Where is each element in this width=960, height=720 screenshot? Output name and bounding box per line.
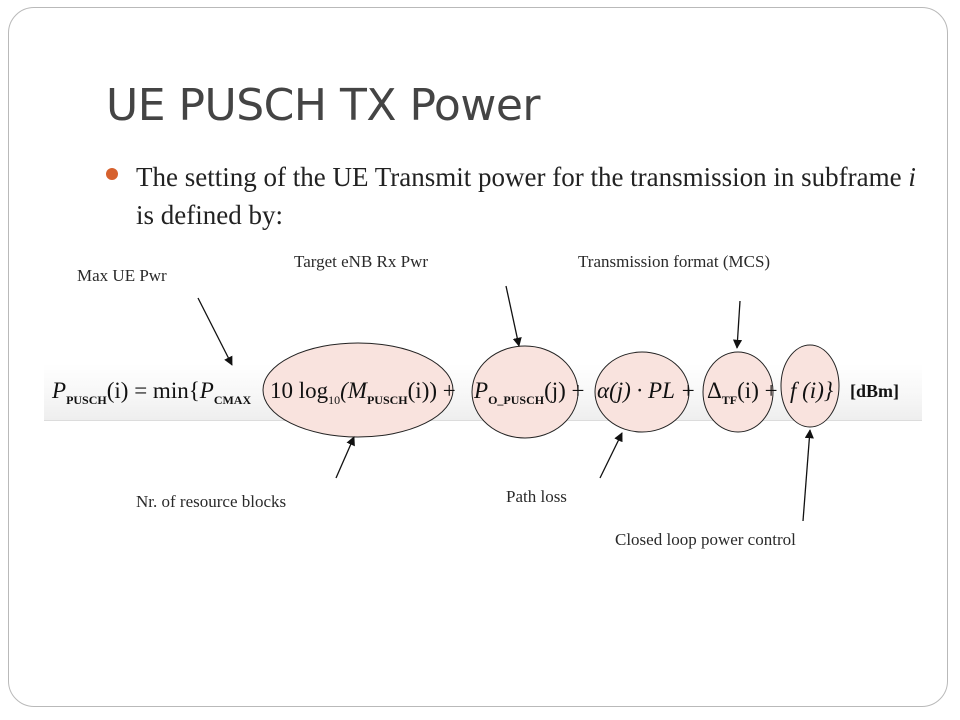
formula-alpha-term: α(j) · PL + (597, 378, 696, 403)
formula-po-arg: (j) + (544, 378, 584, 403)
formula-lhs-subscript: PUSCH (66, 393, 107, 407)
ellipse-target-rx-pwr (471, 345, 579, 439)
formula-m-close: (i)) + (408, 378, 456, 403)
formula-equals-min: = min{ (128, 378, 199, 403)
svg-text:ΔTF(i) +: ΔTF(i) + (707, 378, 778, 407)
label-path-loss: Path loss (506, 487, 567, 506)
slide-title: UE PUSCH TX Power (106, 80, 541, 131)
ellipse-transmission-format (702, 351, 774, 433)
arrow-transmission-format (732, 300, 743, 349)
formula-po-symbol: P (473, 378, 488, 403)
label-closed-loop: Closed loop power control (615, 530, 796, 549)
formula-delta-arg: (i) + (737, 378, 777, 403)
bullet-dot (106, 168, 118, 180)
bullet-text: The setting of the UE Transmit power for… (136, 158, 926, 234)
formula-lhs-arg: (i) (107, 378, 129, 403)
label-nr-resource-blocks: Nr. of resource blocks (136, 492, 287, 511)
formula-unit: [dBm] (850, 381, 899, 401)
ellipse-closed-loop (780, 344, 840, 428)
ellipse-path-loss (594, 351, 690, 433)
formula-m-open: (M (340, 378, 369, 403)
arrow-max-ue-pwr (197, 297, 233, 366)
formula-f-term: f (i)} (790, 378, 833, 403)
arrow-resource-blocks (335, 436, 355, 479)
bullet-text-after: is defined by: (136, 200, 283, 230)
label-max-ue-pwr: Max UE Pwr (77, 266, 167, 285)
formula-pcmax-subscript: CMAX (214, 393, 252, 407)
svg-text:10 log10(MPUSCH(i)) +: 10 log10(MPUSCH(i)) + (270, 378, 456, 407)
formula-delta-symbol: Δ (707, 378, 722, 403)
arrow-path-loss (599, 432, 623, 479)
svg-text:PPUSCH(i) = min{PCMAX: PPUSCH(i) = min{PCMAX (51, 378, 251, 407)
ellipse-resource-blocks (262, 342, 454, 438)
bullet-italic-var: i (908, 162, 916, 192)
pusch-power-formula: PPUSCH(i) = min{PCMAX 10 log10(MPUSCH(i)… (51, 378, 899, 407)
bullet-text-before: The setting of the UE Transmit power for… (136, 162, 909, 192)
formula-ten-log: 10 log (270, 378, 329, 403)
label-transmission-format: Transmission format (MCS) (578, 252, 771, 271)
arrow-closed-loop (802, 429, 814, 522)
label-target-enb-rx-pwr: Target eNB Rx Pwr (294, 252, 429, 271)
arrow-target-rx-pwr (505, 285, 522, 347)
formula-po-subscript: O_PUSCH (488, 393, 545, 407)
formula-delta-subscript: TF (722, 393, 737, 407)
formula-log-base: 10 (328, 393, 340, 407)
svg-text:PO_PUSCH(j) +: PO_PUSCH(j) + (473, 378, 585, 407)
formula-pcmax-symbol: P (199, 378, 214, 403)
formula-lhs-symbol: P (51, 378, 66, 403)
formula-m-subscript: PUSCH (367, 393, 408, 407)
